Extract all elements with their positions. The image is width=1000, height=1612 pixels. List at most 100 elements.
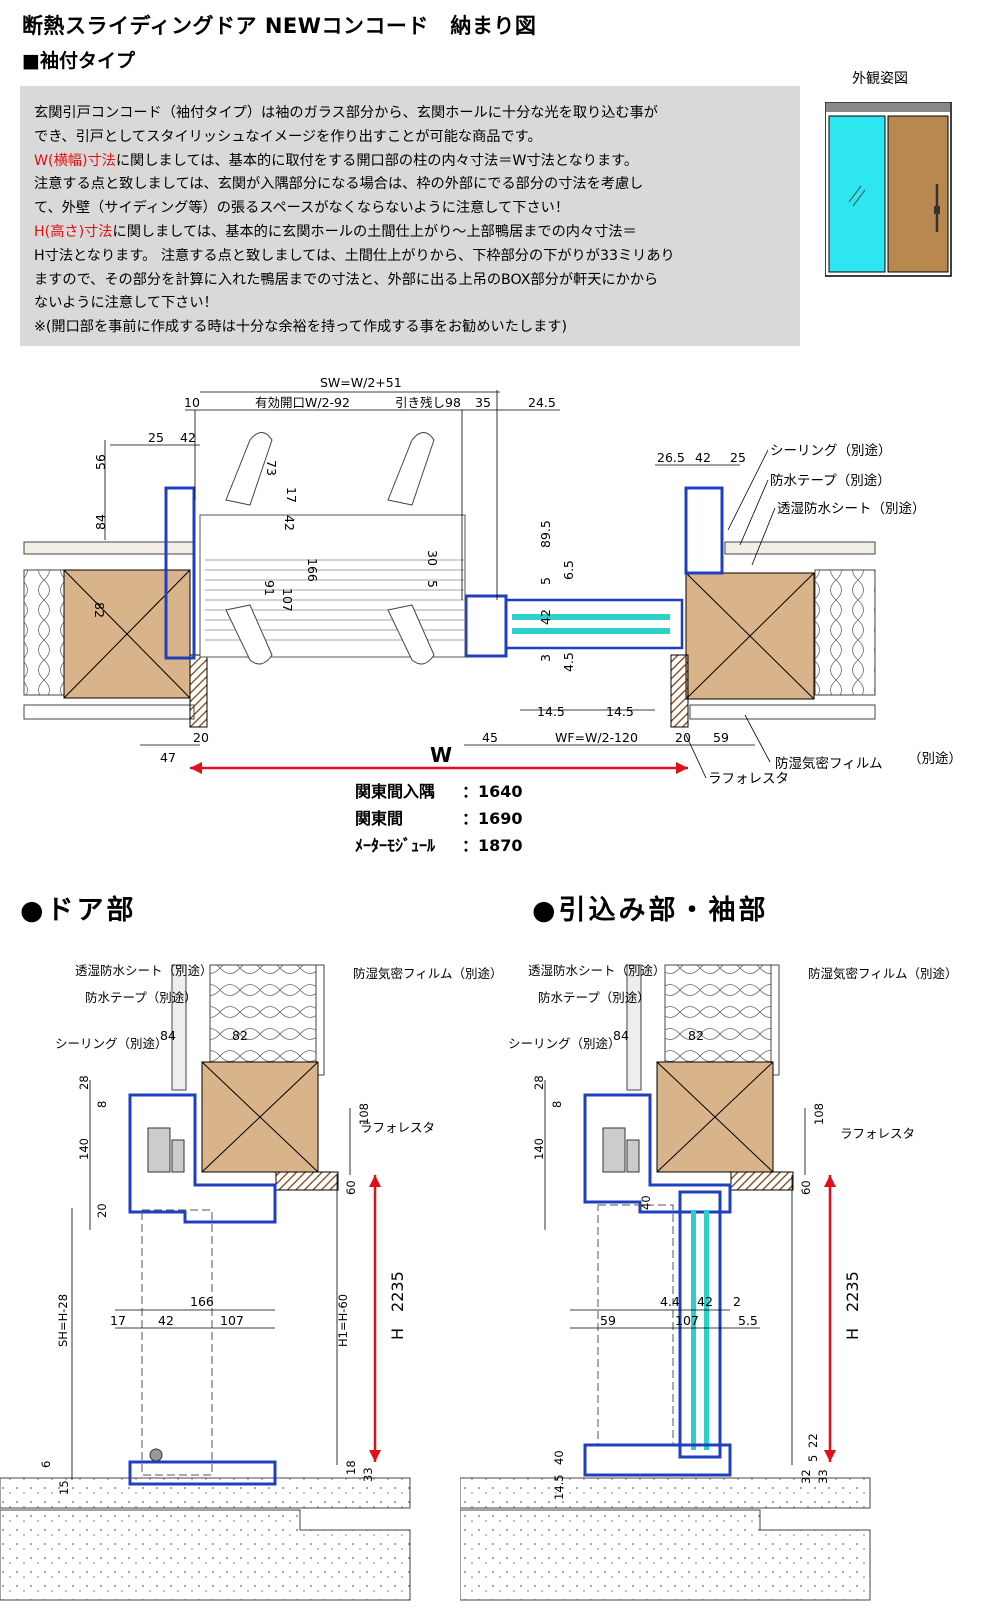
dim-22: 22 [806,1433,820,1448]
dim-8: 8 [550,1101,564,1108]
dim-140: 140 [532,1138,546,1160]
dim-28: 28 [532,1075,546,1090]
glass-reflection [852,189,866,207]
siding-right [724,541,876,555]
frame-middle [464,594,508,658]
siding [171,964,187,1091]
glass-pane [512,628,670,634]
dim-3: 3 [538,654,553,662]
dim-32: 32 [799,1469,813,1484]
dim-84: 84 [93,514,108,530]
section-dimension-lines [71,1080,351,1480]
dim-107: 107 [675,1313,699,1328]
dim-33: 33 [361,1467,375,1482]
dim-18: 18 [344,1460,358,1475]
dim-107: 107 [220,1313,244,1328]
dim-245: 24.5 [528,395,556,410]
dim-60: 60 [344,1180,358,1195]
label-film: 防湿気密フィルム [775,755,882,772]
interior-board-right [689,704,876,720]
note-highlight: W(横幅)寸法 [34,152,116,169]
arrow-up-icon [369,1175,381,1187]
dim-20a: 20 [193,730,209,745]
label-lath: ラフォレスタ [708,771,789,787]
label-film: 防湿気密フィルム（別途） [353,966,500,981]
dim-55: 5.5 [738,1313,758,1328]
dim-59: 59 [713,730,729,745]
size-sep: ： [462,782,478,801]
lath [730,1171,794,1191]
dim-47: 47 [160,750,176,765]
note-line: H(高さ)寸法に関しましては、基本的に玄関ホールの土間仕上がり～上部鴨居までの内… [34,221,790,245]
dim-42b: 42 [282,515,297,531]
dim-84: 84 [160,1028,176,1043]
dim-82: 82 [232,1028,248,1043]
label-lath: ラフォレスタ [360,1120,435,1135]
dim-h: H 2235 [843,1271,862,1340]
size-value: 1640 [478,782,523,801]
section-title-door: ●ドア部 [20,895,137,926]
header-beam [201,1061,319,1173]
note-line: ないように注意して下さい！ [34,295,218,312]
siding [626,964,642,1091]
insulation-left [23,569,65,696]
size-label: 関東間 [355,809,403,828]
dim-42c: 42 [538,609,553,625]
dim-25: 25 [148,430,164,445]
label-lath: ラフォレスタ [840,1126,915,1141]
door-handle-icon [225,432,435,665]
dim-sh: SH=H-28 [56,1294,70,1347]
dim-2: 2 [733,1294,741,1309]
guide-roller-icon [149,1448,163,1462]
glass-pane [512,614,670,620]
dim-17: 17 [110,1313,126,1328]
size-sep: ： [462,809,478,828]
exterior-door-leaf [887,115,949,273]
dim-84: 84 [613,1028,629,1043]
arrow-up-icon [824,1175,836,1187]
label-tape: 防水テープ（別途） [85,990,197,1005]
post-left [63,569,191,699]
section-title-side: ●引込み部・袖部 [532,895,769,926]
dim-107: 107 [280,588,295,612]
size-label: ﾒｰﾀｰﾓｼﾞｭｰﾙ [355,836,436,855]
dim-145a: 14.5 [537,704,565,719]
plan-section-drawing: SW=W/2+51 10 有効開口W/2-92 引き残し98 35 24.5 2… [23,375,962,855]
size-sep: ： [462,836,478,855]
side-sash [678,1190,722,1459]
floor-slab [0,1477,411,1509]
note-text: に関しましては、基本的に玄関ホールの土間仕上がり～上部鴨居までの内々寸法＝ [112,223,637,240]
dim-17: 17 [284,487,299,503]
label-sheet: 透湿防水シート（別途） [777,500,926,517]
dim-8: 8 [95,1101,109,1108]
page-subtitle: ■袖付タイプ [22,50,135,72]
frame-right [684,486,724,575]
head-frame [128,1093,277,1224]
description-box: 玄関引戸コンコード（袖付タイプ）は袖のガラス部分から、玄関ホールに十分な光を取り… [20,86,800,346]
dim-108: 108 [357,1103,371,1125]
dim-6: 6 [39,1461,53,1468]
note-line: ※(開口部を事前に作成する時は十分な余裕を持って作成する事をお勧めいたします) [34,319,568,336]
lath [275,1171,339,1191]
dim-33: 33 [816,1469,830,1484]
dim-wf: WF=W/2-120 [555,730,638,745]
dim-44: 4.4 [660,1294,680,1309]
dim-145: 14.5 [552,1474,566,1500]
note-highlight: H(高さ)寸法 [34,223,113,240]
floor-slab [460,1477,871,1509]
dim-effective: 有効開口W/2-92 [255,395,350,410]
note-text: に関しましては、基本的に取付をする開口部の柱の内々寸法＝W寸法となります。 [115,152,639,169]
arrow-left-icon [190,762,202,774]
note-line: H寸法となります。 注意する点と致しましては、土間仕上がりから、下枠部分の下がり… [34,247,675,264]
label-sheet: 透湿防水シート（別途） [75,963,213,978]
interior-board [770,964,780,1076]
dim-20: 20 [95,1203,109,1218]
roller-icon [147,1127,185,1173]
dim-w: W [430,743,452,767]
foundation [460,1509,871,1601]
dim-25b: 25 [730,450,746,465]
insulation-right [814,569,876,696]
note-line: でき、引戸としてスタイリッシュなイメージを作り出すことが可能な商品です。 [34,128,542,145]
label-sealing: シーリング（別途） [55,1036,168,1051]
dim-35: 35 [475,395,491,410]
